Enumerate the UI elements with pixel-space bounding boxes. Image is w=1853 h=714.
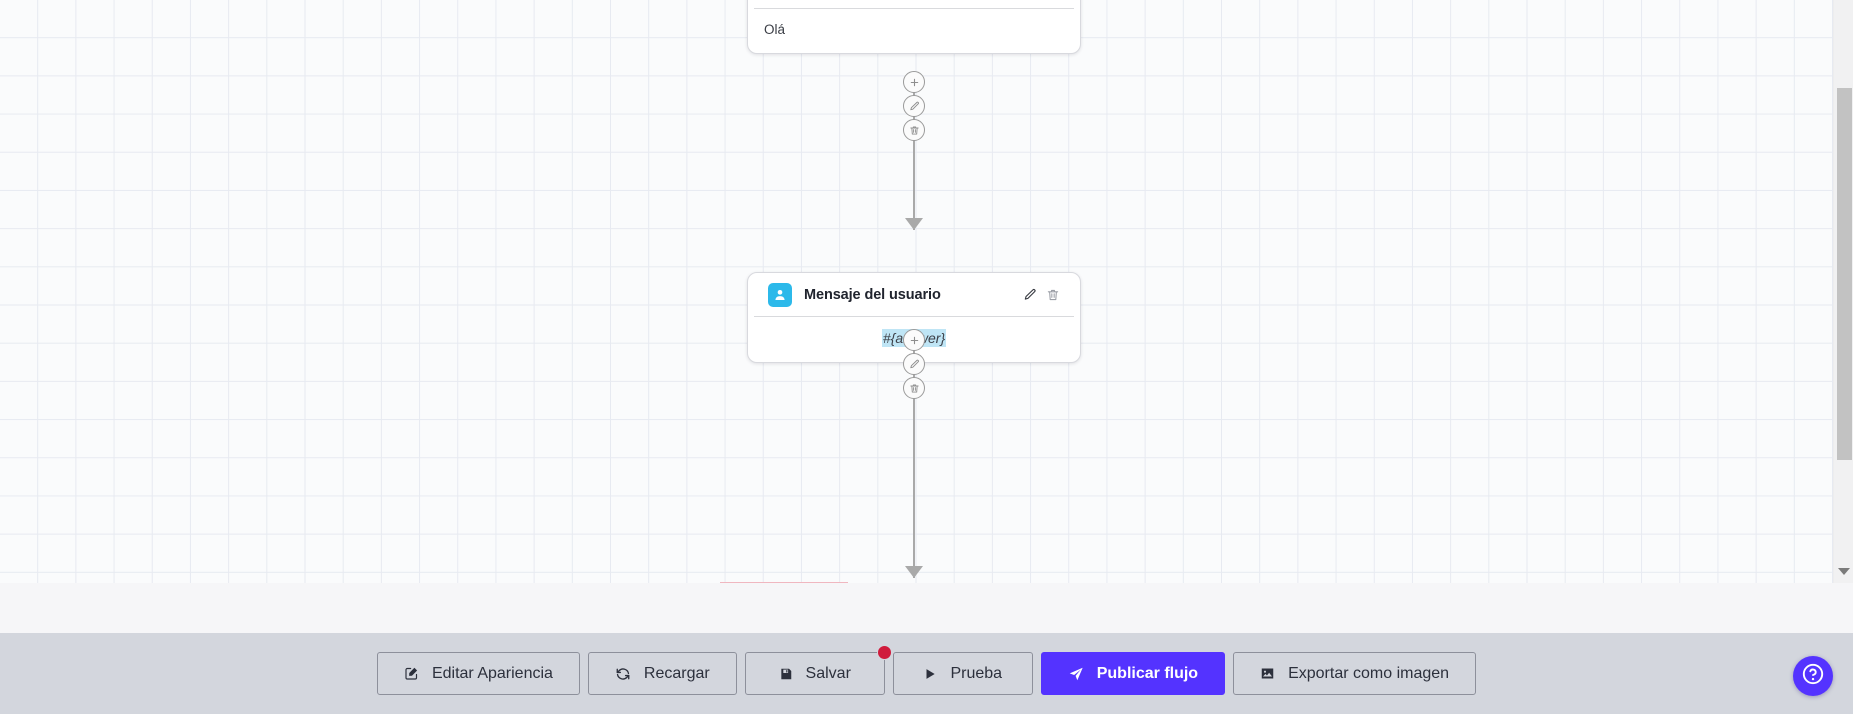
- edge-arrow-user-to-next: [905, 566, 923, 578]
- node-title: Mensaje del usuario: [804, 287, 941, 303]
- plus-icon[interactable]: [903, 329, 925, 351]
- edge-arrow-system-to-user: [905, 218, 923, 230]
- button-label: Exportar como imagen: [1288, 664, 1450, 682]
- flow-canvas[interactable]: Mensaje del Sistema Olá: [0, 0, 1853, 633]
- scroll-down-arrow-icon[interactable]: [1834, 559, 1853, 583]
- refresh-icon: [615, 666, 631, 682]
- floppy-disk-icon: [779, 667, 793, 681]
- edit-icon[interactable]: [1023, 288, 1037, 302]
- unsaved-changes-badge: [876, 645, 892, 660]
- bottom-toolbar: Editar Apariencia Recargar Salvar: [0, 633, 1853, 714]
- caret-down-icon: [1838, 567, 1850, 575]
- trash-icon[interactable]: [903, 119, 925, 141]
- vertical-scrollbar[interactable]: [1833, 0, 1853, 583]
- button-label: Recargar: [643, 664, 710, 682]
- edge-line-user-to-next: [913, 330, 915, 578]
- image-icon: [1260, 666, 1275, 681]
- trash-icon[interactable]: [1046, 288, 1060, 302]
- node-header: Mensaje del Sistema: [754, 0, 1074, 9]
- edit-square-icon: [404, 666, 419, 681]
- button-label: Editar Apariencia: [431, 664, 553, 682]
- button-label: Salvar: [805, 664, 851, 682]
- paper-plane-icon: [1068, 666, 1084, 682]
- clipped-node-bottom-edge: [720, 582, 848, 583]
- button-label: Publicar flujo: [1096, 664, 1199, 682]
- reload-button[interactable]: Recargar: [587, 652, 737, 695]
- node-system-message[interactable]: Mensaje del Sistema Olá: [747, 0, 1081, 54]
- publish-flow-button[interactable]: Publicar flujo: [1040, 652, 1226, 695]
- play-icon: [923, 667, 937, 681]
- edge-controls-system-to-user: [903, 71, 925, 141]
- node-body: Olá: [764, 22, 786, 37]
- help-button[interactable]: [1793, 656, 1833, 696]
- pencil-icon[interactable]: [903, 95, 925, 117]
- node-actions: [1023, 288, 1060, 302]
- edge-controls-user-to-next: [903, 329, 925, 399]
- pencil-icon[interactable]: [903, 353, 925, 375]
- button-label: Prueba: [950, 664, 1003, 682]
- edge-line-system-to-user: [913, 72, 915, 230]
- test-button[interactable]: Prueba: [892, 652, 1033, 695]
- edit-appearance-button[interactable]: Editar Apariencia: [376, 652, 580, 695]
- canvas-bottom-strip: [0, 583, 1853, 633]
- trash-icon[interactable]: [903, 377, 925, 399]
- question-circle-icon: [1801, 662, 1825, 691]
- export-image-button[interactable]: Exportar como imagen: [1233, 652, 1477, 695]
- plus-icon[interactable]: [903, 71, 925, 93]
- node-header: Mensaje del usuario: [754, 273, 1074, 317]
- user-icon: [768, 283, 792, 307]
- save-button[interactable]: Salvar: [744, 645, 892, 695]
- scrollbar-thumb[interactable]: [1837, 88, 1852, 460]
